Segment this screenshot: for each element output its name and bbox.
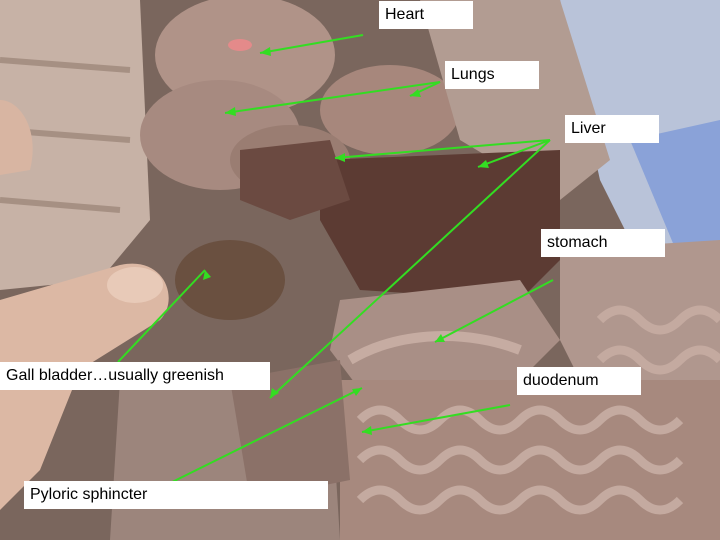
pointer-gall-bladder <box>117 269 206 363</box>
pointer-heart <box>259 34 364 54</box>
pointer-arrowheads <box>203 47 489 435</box>
label-stomach: stomach <box>541 229 665 257</box>
pointer-liver-a <box>334 139 551 159</box>
pointer-lines <box>117 34 554 494</box>
pointer-duodenum <box>361 404 511 433</box>
pointer-lungs-a <box>224 81 441 114</box>
finger-top <box>0 100 33 175</box>
label-heart: Heart <box>379 1 473 29</box>
label-lungs: Lungs <box>445 61 539 89</box>
body-wall-left <box>0 0 150 290</box>
fingernail <box>107 267 163 303</box>
lung-right <box>320 65 460 155</box>
body-wall-right <box>420 0 610 200</box>
pointer-pyloric <box>149 387 363 494</box>
pointer-stomach <box>434 279 554 343</box>
finger-bottom <box>0 263 169 510</box>
gall-bladder <box>175 240 285 320</box>
pointer-liver-b <box>477 139 551 168</box>
intestine-coils <box>356 305 720 515</box>
label-pyloric-sphincter: Pyloric sphincter <box>24 481 328 509</box>
label-liver: Liver <box>565 115 659 143</box>
heart-highlight <box>228 39 252 51</box>
liver <box>320 150 560 300</box>
pointer-liver-c <box>269 139 551 399</box>
label-gall-bladder: Gall bladder…usually greenish <box>0 362 270 390</box>
liver-lobe <box>240 140 350 220</box>
stomach-fold <box>347 331 522 365</box>
label-duodenum: duodenum <box>517 367 641 395</box>
pyloric-region <box>230 360 350 500</box>
